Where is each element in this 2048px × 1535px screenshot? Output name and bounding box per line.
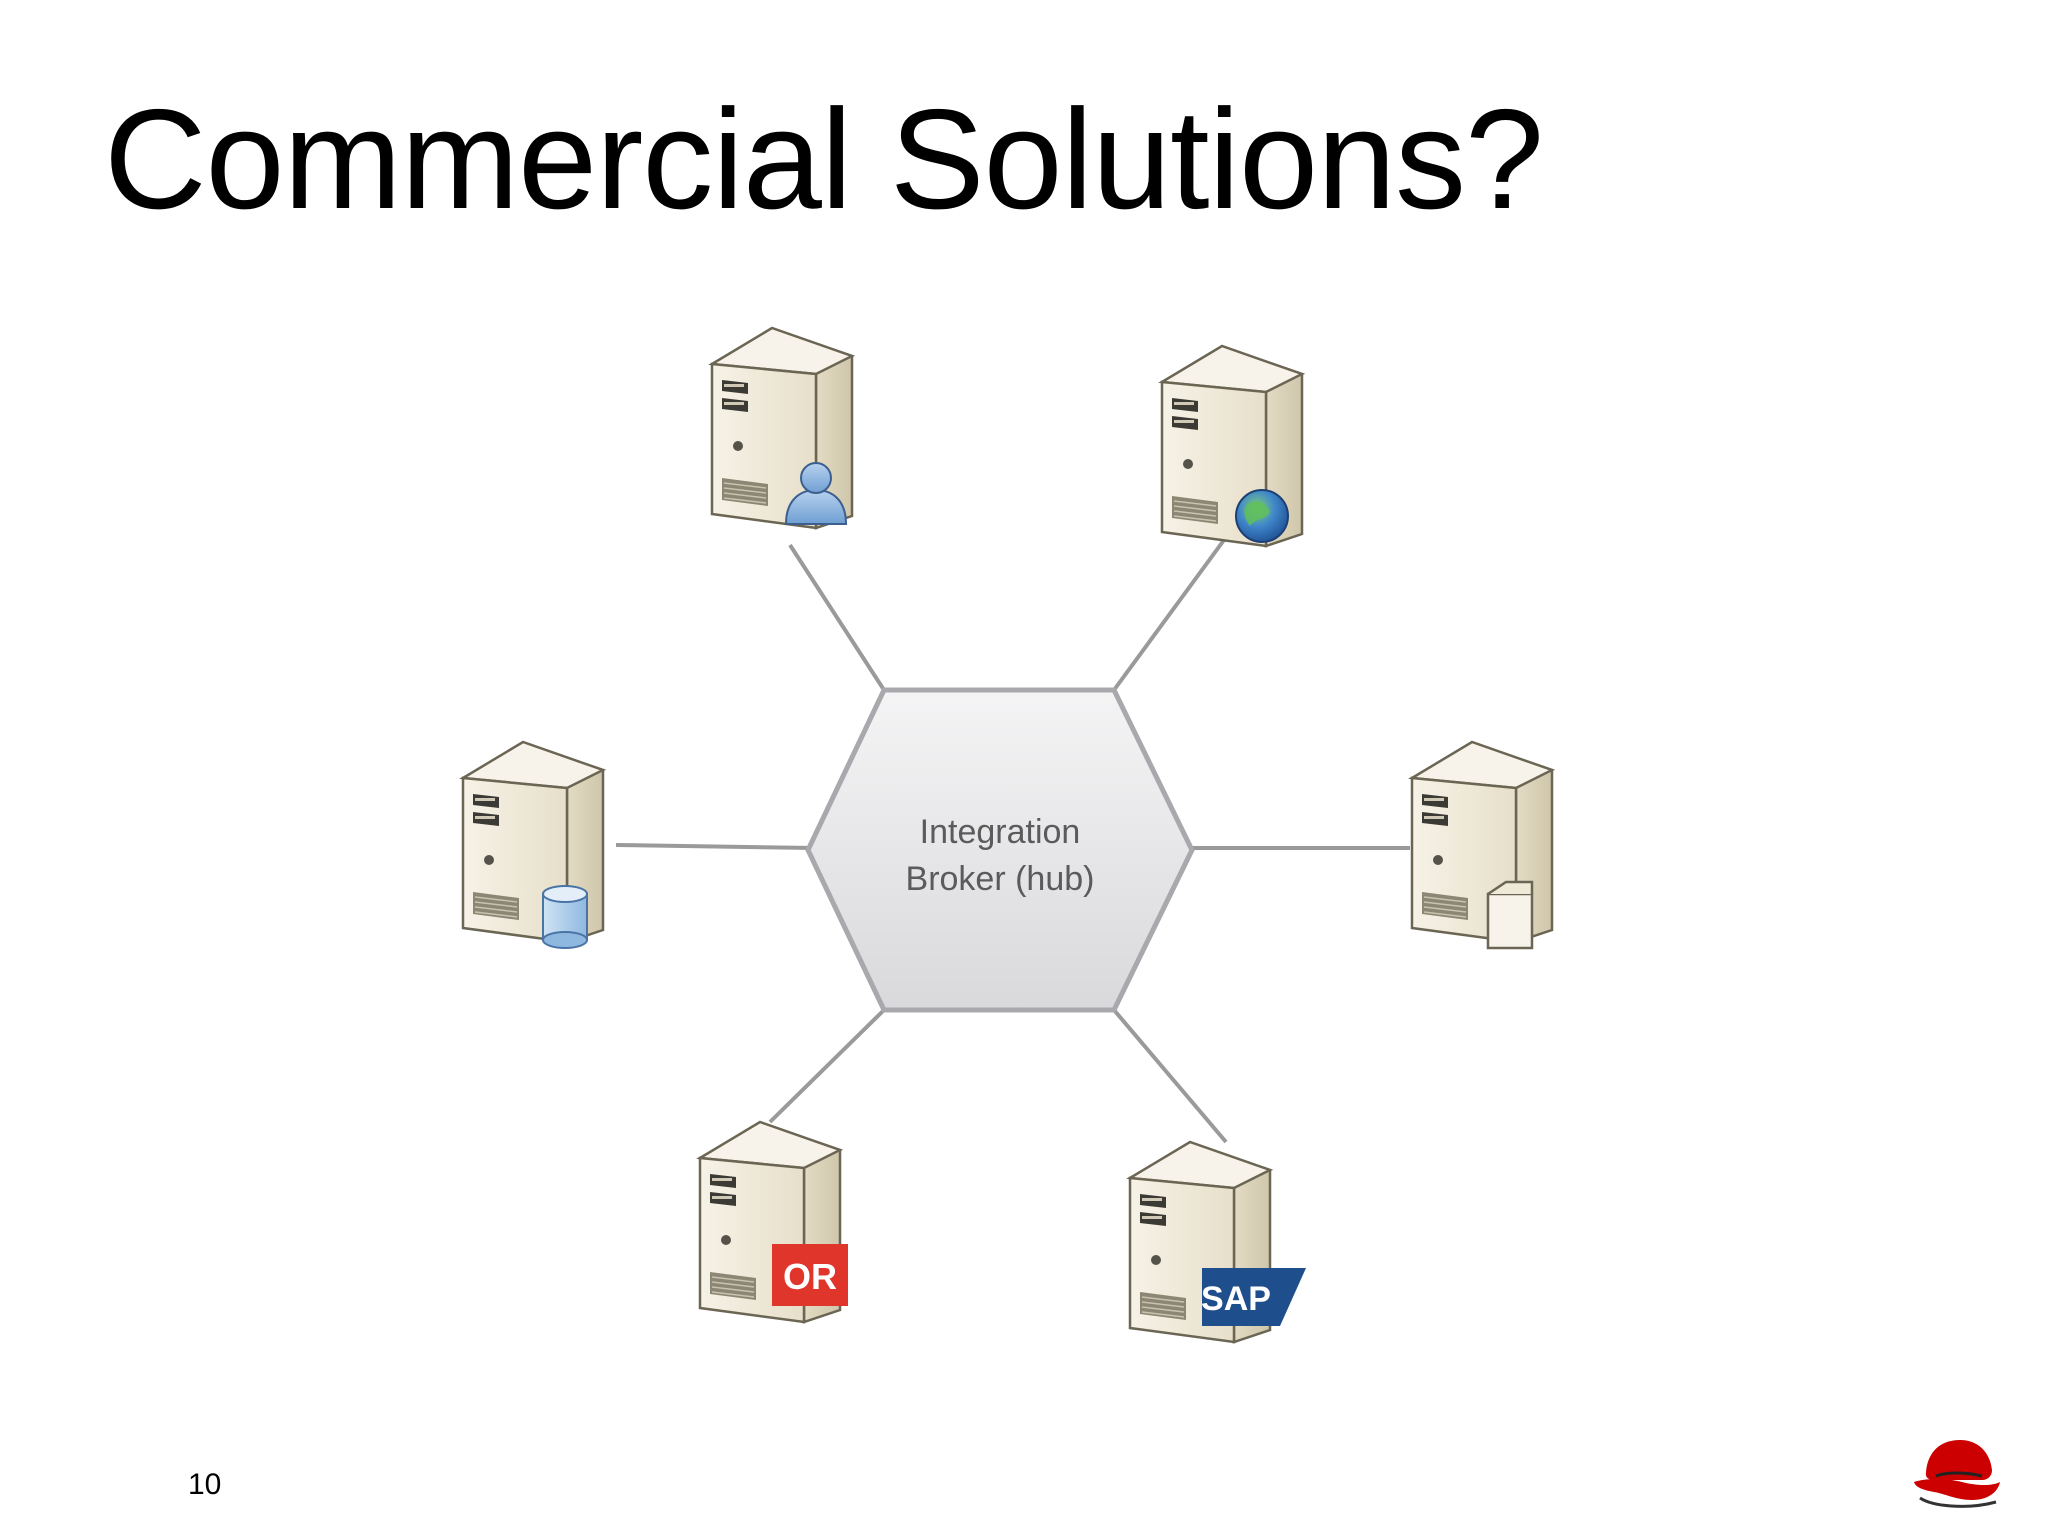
connector-top-left xyxy=(788,543,886,692)
hub-label-line1: Integration xyxy=(920,813,1081,851)
sap-badge-text: SAP xyxy=(1201,1280,1271,1318)
document-icon xyxy=(1486,880,1534,950)
hub-label-line2: Broker (hub) xyxy=(906,860,1095,898)
connector-bottom-left xyxy=(768,1008,886,1124)
user-icon xyxy=(784,462,848,525)
oracle-logo-icon: OR xyxy=(772,1244,848,1306)
red-hat-logo-icon xyxy=(1914,1440,2000,1508)
user-server xyxy=(710,326,854,530)
connector-lines xyxy=(615,508,1410,1144)
integration-broker-hub: Integration Broker (hub) xyxy=(805,687,1195,1013)
sap-logo-icon: SAP xyxy=(1201,1268,1306,1326)
globe-icon xyxy=(1235,489,1289,543)
connector-bottom-right xyxy=(1112,1008,1228,1144)
sap-server: SAP xyxy=(1128,1140,1306,1344)
database-icon xyxy=(542,885,588,949)
document-server xyxy=(1410,740,1554,950)
oracle-server: OR xyxy=(698,1120,848,1324)
connector-left xyxy=(615,843,816,850)
page-number: 10 xyxy=(188,1468,222,1501)
oracle-badge-text: OR xyxy=(783,1256,837,1297)
slide-title: Commercial Solutions? xyxy=(104,80,1544,239)
web-server xyxy=(1160,344,1304,548)
database-server xyxy=(461,740,605,949)
